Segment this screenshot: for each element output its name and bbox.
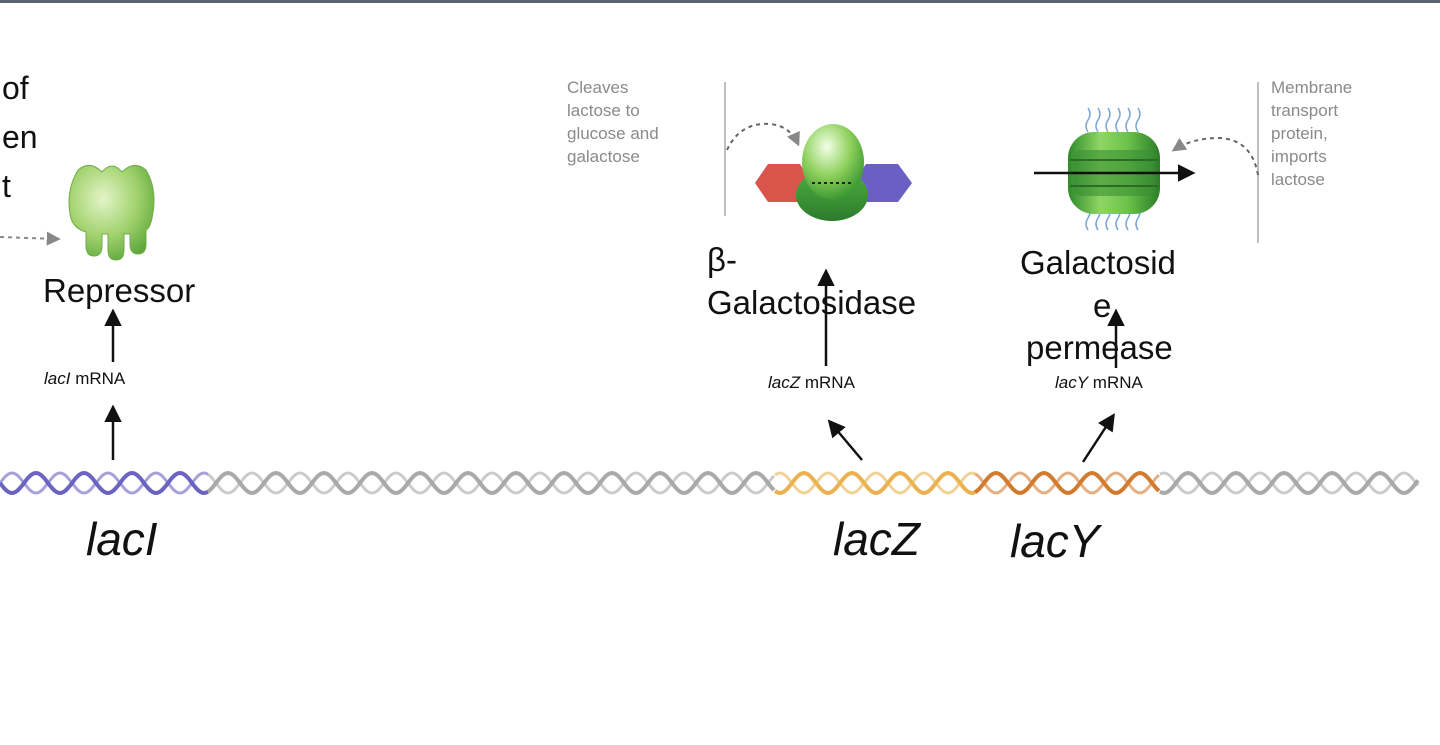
laci-mrna-label: lacI mRNA <box>44 369 126 388</box>
import-arrow <box>1171 136 1259 176</box>
lacz-mrna-label: lacZ mRNA <box>768 373 855 392</box>
truncated-text-line-3: t <box>2 168 11 204</box>
repressor-protein-icon <box>68 165 155 261</box>
lacz-transcription-arrow <box>827 419 863 461</box>
beta-gal-label-line-1: β- <box>707 241 737 278</box>
cleave-arrow <box>726 122 800 151</box>
repressor-label: Repressor <box>43 272 196 309</box>
lacy-gene-label: lacY <box>1010 515 1100 567</box>
truncated-text-line-1: of <box>2 70 29 106</box>
permease-label-line-1: Galactosid <box>1020 244 1176 281</box>
permease-label-line-2: e <box>1093 287 1112 324</box>
dna-segment-lacy <box>973 471 1161 495</box>
truncated-text-line-2: en <box>2 119 38 155</box>
lacy-mrna-label: lacY mRNA <box>1055 373 1143 392</box>
dna-helix <box>0 470 1420 496</box>
lipid-membrane-icon <box>1085 107 1141 231</box>
dna-segment-downstream <box>1159 470 1420 496</box>
dna-segment-laci <box>0 470 209 496</box>
beta-gal-label-line-2: Galactosidase <box>707 284 917 321</box>
lacz-gene-label: lacZ <box>833 513 920 565</box>
inducer-arrow <box>0 231 61 246</box>
lacy-transcription-arrow <box>1081 413 1115 463</box>
dna-segment-spacer <box>206 470 776 496</box>
dna-segment-lacz <box>773 471 976 495</box>
window-top-border <box>0 0 1440 3</box>
beta-galactosidase-icon <box>755 124 912 221</box>
permease-label-line-3: permease <box>1026 329 1173 366</box>
laci-gene-label: lacI <box>86 513 158 565</box>
